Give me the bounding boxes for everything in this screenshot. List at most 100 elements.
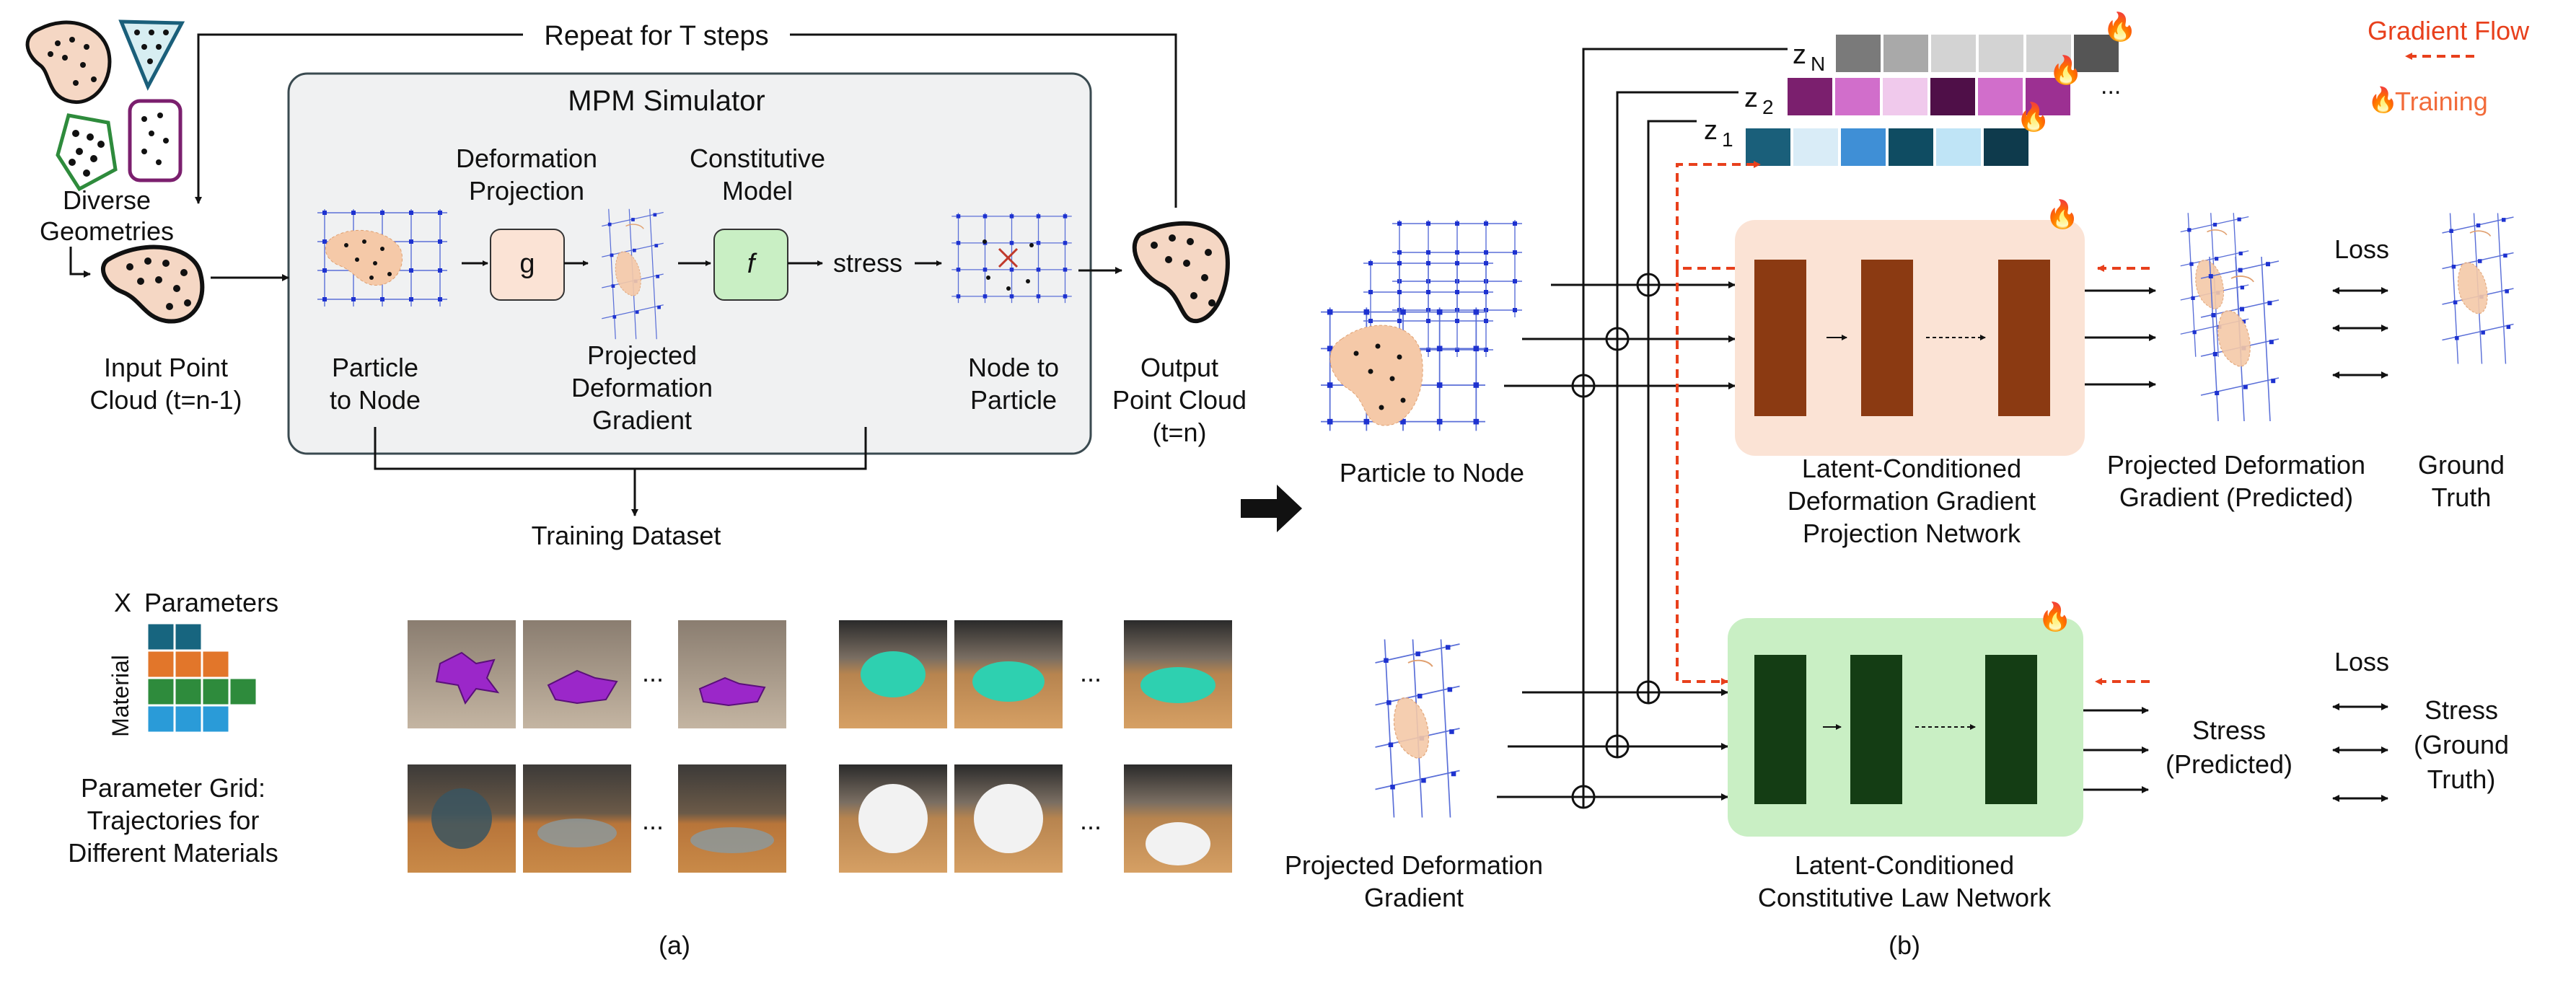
zN-subscript: N xyxy=(1811,53,1825,75)
zN-cell-6 xyxy=(2074,35,2119,72)
legend-gradient-flow: Gradient Flow xyxy=(2368,16,2530,45)
geometries-label-1: Diverse xyxy=(63,185,151,215)
zN-cell-3 xyxy=(1931,35,1976,72)
zN-letter: z xyxy=(1793,40,1806,70)
zN-cells xyxy=(1836,35,2119,72)
thumb-white-3 xyxy=(1124,764,1232,873)
net1-concat-nodes xyxy=(1571,273,1661,398)
p2n-grid-stack xyxy=(1320,219,1523,432)
thumb-purple-1 xyxy=(408,620,516,728)
z2-cell-5 xyxy=(1978,78,2023,115)
fire-icon-zN: 🔥 xyxy=(2103,11,2137,43)
ground-truth-grid xyxy=(2441,212,2515,365)
zN-cell-4 xyxy=(1979,35,2023,72)
geometries-label-2: Geometries xyxy=(40,216,174,246)
panel-b: z N z 2 z 1 ... 🔥 🔥 🔥 Gradient Flow 🔥 Tr… xyxy=(1285,11,2530,960)
net2-layer-3 xyxy=(1985,655,2037,804)
gt1-label-2: Truth xyxy=(2432,482,2492,512)
g-symbol: g xyxy=(519,249,535,279)
net2-concat-nodes xyxy=(1571,680,1661,809)
pdg-label-1: Projected Deformation xyxy=(1285,850,1543,880)
grid-caption-2: Trajectories for xyxy=(87,806,260,835)
n2p-label-2: Particle xyxy=(970,385,1057,415)
material-label: Material xyxy=(107,655,133,737)
gradient-flow-path-to-z1 xyxy=(1676,161,1761,268)
net2-label-2: Constitutive Law Network xyxy=(1758,883,2052,912)
stress-gt-label-2: (Ground xyxy=(2414,730,2509,759)
repeat-label: Repeat for T steps xyxy=(544,21,768,51)
loss-label-2: Loss xyxy=(2334,647,2389,676)
panel-transition-arrow xyxy=(1241,485,1302,532)
trajectory-thumbnails: ... ... ... ... xyxy=(408,620,1232,873)
diverse-geometries-icons xyxy=(25,19,185,192)
thumb-glass-2 xyxy=(523,764,631,873)
z1-cell-4 xyxy=(1889,128,1933,166)
stress-label: stress xyxy=(833,248,902,278)
z2-cell-4 xyxy=(1930,78,1975,115)
z1-subscript: 1 xyxy=(1722,128,1733,151)
pred1-label-2: Gradient (Predicted) xyxy=(2119,482,2353,512)
output-point-cloud-icon xyxy=(1132,221,1230,324)
z2-letter: z xyxy=(1744,83,1758,113)
gradient-flow-path xyxy=(1676,267,1735,685)
thumb-teal-2 xyxy=(954,620,1063,728)
thumb-ellipsis-2: ... xyxy=(1080,658,1102,687)
input-label-1: Input Point xyxy=(104,353,228,382)
grid-caption-3: Different Materials xyxy=(68,838,278,868)
thumb-purple-3 xyxy=(678,620,786,728)
latent-dots: ... xyxy=(2101,72,2121,100)
gt1-label-1: Ground xyxy=(2418,450,2505,480)
z1-cells xyxy=(1746,128,2028,166)
output-label-3: (t=n) xyxy=(1152,418,1206,447)
latent-z1: z 1 xyxy=(1704,115,2028,166)
thumb-ellipsis-1: ... xyxy=(642,658,664,687)
thumb-white-1 xyxy=(839,764,947,873)
net1-label-2: Deformation Gradient xyxy=(1788,486,2036,516)
stress-gt-label-1: Stress xyxy=(2425,695,2498,725)
grid-caption-1: Parameter Grid: xyxy=(81,773,265,803)
zN-cell-2 xyxy=(1883,35,1928,72)
projected-label-2: Deformation xyxy=(571,373,713,402)
zN-cell-1 xyxy=(1836,35,1881,72)
z1-letter: z xyxy=(1704,115,1718,146)
node-to-particle-grid xyxy=(951,212,1073,304)
latent-z2: z 2 xyxy=(1744,78,2070,118)
pdg-input-grid xyxy=(1374,638,1461,819)
caption-a: (a) xyxy=(659,930,690,960)
geometries-to-input-arrow xyxy=(69,247,91,278)
fire-icon-net2: 🔥 xyxy=(2038,601,2072,632)
dataset-bracket xyxy=(374,427,867,470)
latent-wires xyxy=(1582,48,1788,797)
z2-cell-2 xyxy=(1835,78,1880,115)
stress-pred-label-2: (Predicted) xyxy=(2166,749,2293,779)
net1-label-1: Latent-Conditioned xyxy=(1802,454,2021,483)
simulator-title: MPM Simulator xyxy=(568,85,765,117)
z1-cell-6 xyxy=(1984,128,2028,166)
net1-layer-2 xyxy=(1861,260,1913,416)
net1-label-3: Projection Network xyxy=(1803,519,2021,548)
loss-label-1: Loss xyxy=(2334,234,2389,264)
p2n-label-2: to Node xyxy=(330,385,421,415)
net1-layer-1 xyxy=(1754,260,1806,416)
g-operator-box xyxy=(490,229,565,301)
legend-training: Training xyxy=(2395,87,2488,116)
z2-cell-1 xyxy=(1788,78,1832,115)
n2p-label-1: Node to xyxy=(968,353,1059,382)
b-p2n-label: Particle to Node xyxy=(1340,458,1524,488)
defproj-label-1: Deformation xyxy=(456,144,597,173)
z1-cell-2 xyxy=(1793,128,1838,166)
thumb-purple-2 xyxy=(523,620,631,728)
pdg-label-2: Gradient xyxy=(1364,883,1464,912)
caption-b: (b) xyxy=(1889,930,1920,960)
constitutive-label-2: Model xyxy=(722,176,793,206)
material-parameter-grid xyxy=(147,623,257,733)
x-label: X xyxy=(114,588,131,617)
f-symbol: f xyxy=(747,249,757,279)
z1-cell-1 xyxy=(1746,128,1790,166)
thumb-teal-3 xyxy=(1124,620,1232,728)
z2-subscript: 2 xyxy=(1762,96,1774,118)
pred1-label-1: Projected Deformation xyxy=(2107,450,2365,480)
net2-layer-2 xyxy=(1850,655,1902,804)
p2n-label-1: Particle xyxy=(332,353,418,382)
